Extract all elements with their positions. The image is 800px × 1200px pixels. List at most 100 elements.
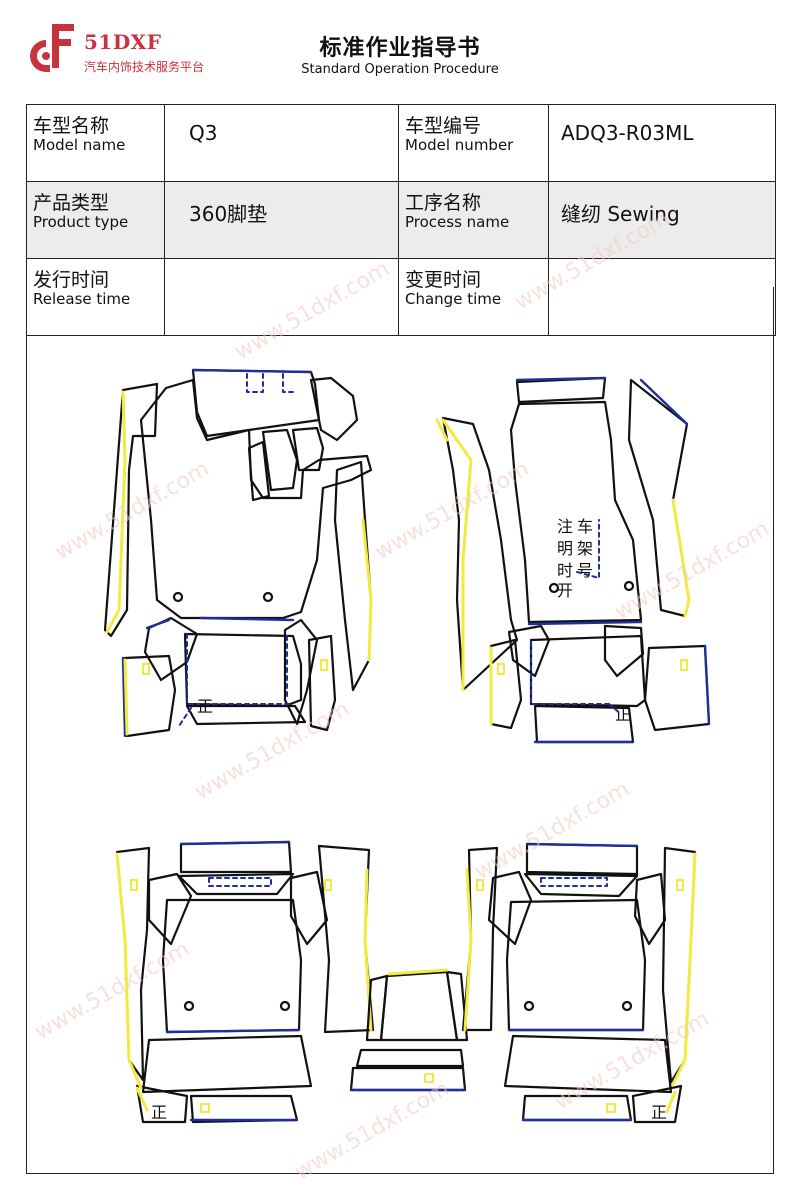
bl-top-strip [179, 840, 293, 874]
bc-yellow-marker [424, 1073, 434, 1083]
tl-top-tab [191, 368, 321, 438]
tr-clip-hole-right [623, 580, 635, 592]
br-right-foot [631, 1084, 683, 1124]
br-yellow-edge [463, 852, 697, 1114]
tr-yellow-marker-2 [680, 659, 688, 671]
tl-main-piece [139, 378, 373, 620]
change-time-value [548, 258, 776, 336]
process-name-label-zh: 工序名称 [405, 192, 482, 214]
model-number-value: ADQ3-R03ML [548, 104, 776, 182]
release-time-label-en: Release time [33, 289, 131, 308]
tl-blue-edge [121, 368, 313, 738]
mat-top-left: 正 [103, 368, 373, 738]
tl-yellow-marker [142, 663, 150, 675]
tl-right-strip [309, 376, 359, 442]
bl-yellow-marker [130, 879, 138, 891]
bl-clip-hole-right [279, 1000, 291, 1012]
change-time-label-zh: 变更时间 [405, 269, 482, 291]
tl-lower-right-pad [307, 634, 337, 732]
model-number-label-zh: 车型编号 [405, 115, 482, 137]
tr-center-left-pad [489, 638, 523, 730]
bc-yellow-edge [387, 968, 449, 976]
tl-pedal-cutout [247, 440, 271, 502]
bl-blue-dashed-seam [208, 877, 272, 887]
tr-top-strip [515, 376, 607, 404]
brand-logo-icon [30, 24, 74, 72]
tl-lower-right-flap [283, 618, 319, 726]
tr-upright-mark: 正 [615, 705, 631, 724]
bl-lower-piece [141, 1034, 313, 1094]
br-under-strip [523, 872, 639, 898]
note-char-3: 时 [557, 561, 573, 580]
tr-blue-edge [515, 376, 711, 744]
bc-bottom-strip [349, 1066, 467, 1092]
process-name-label-en: Process name [405, 212, 510, 231]
tr-center-right-flap [603, 624, 645, 678]
bl-clip-hole-left [183, 1000, 195, 1012]
br-blue-dashed-seam [540, 877, 608, 887]
product-type-label-en: Product type [33, 212, 129, 231]
br-clip-hole-left [523, 1000, 535, 1012]
tl-upright-mark: 正 [197, 697, 213, 716]
bl-right-strip [317, 844, 375, 1034]
floor-mat-pattern-drawing: 正 注 明 时 开 车 架 号 [103, 368, 711, 1124]
br-upright-mark: 正 [651, 1103, 667, 1122]
tr-center-block [529, 634, 647, 708]
bl-blue-edge [165, 840, 301, 1122]
br-lower-piece [503, 1034, 673, 1094]
bc-right-wing [445, 970, 469, 1042]
brand-tagline: 汽车内饰技术服务平台 [84, 60, 205, 74]
pattern-drawing-frame: 正 注 明 时 开 车 架 号 [26, 287, 774, 1174]
brand-logo: 51DXF 汽车内饰技术服务平台 [22, 18, 232, 78]
mat-bottom-right: 正 [461, 842, 697, 1124]
tl-inner-panel-2 [291, 426, 325, 472]
br-yellow-marker-3 [606, 1103, 616, 1113]
tr-left-long-strip [441, 416, 519, 692]
release-time-value [164, 258, 399, 336]
model-name-label-en: Model name [33, 135, 126, 154]
note-char-4: 开 [557, 581, 573, 600]
tr-right-heel-pad [643, 644, 711, 732]
brand-logo-text: 51DXF [84, 30, 162, 54]
tr-main-piece [509, 400, 643, 624]
product-type-value: 360脚垫 [164, 181, 399, 259]
info-row-product: 产品类型 Product type 360脚垫 工序名称 Process nam… [26, 181, 776, 259]
br-right-flap [633, 872, 667, 946]
bc-tunnel-lower [355, 1048, 465, 1068]
process-name-label: 工序名称 Process name [398, 181, 549, 259]
tl-blue-dashed-seam [178, 373, 298, 727]
bl-upright-mark: 正 [151, 1103, 167, 1122]
bl-left-flap [147, 872, 193, 946]
tr-center-upper-flap [507, 624, 551, 678]
br-clip-hole-right [621, 1000, 633, 1012]
br-left-flap [487, 870, 533, 946]
bl-right-flap [289, 870, 329, 946]
note-char-7: 号 [577, 561, 593, 580]
info-table: 车型名称 Model name Q3 车型编号 Model number ADQ… [26, 104, 776, 336]
tr-blue-dashed-seam [530, 519, 622, 715]
info-row-time: 发行时间 Release time 变更时间 Change time [26, 258, 776, 336]
document-title: 标准作业指导书 [319, 36, 481, 61]
product-type-label-zh: 产品类型 [33, 192, 110, 214]
br-yellow-marker [476, 879, 484, 891]
note-char-6: 架 [577, 539, 593, 558]
bc-tunnel-upper [379, 970, 459, 1042]
bl-under-strip [177, 872, 295, 896]
tl-bottom-strip [185, 704, 307, 726]
tr-yellow-edge [435, 418, 691, 726]
change-time-label-en: Change time [405, 289, 502, 308]
model-number-label: 车型编号 Model number [398, 104, 549, 182]
bl-main-piece [161, 898, 303, 1034]
tl-clip-hole-left [172, 591, 184, 603]
mat-top-right: 注 明 时 开 车 架 号 正 [435, 376, 711, 744]
tl-yellow-edge [105, 390, 373, 736]
mat-bottom-center [349, 968, 469, 1092]
product-type-label: 产品类型 Product type [26, 181, 165, 259]
model-name-value: Q3 [164, 104, 399, 182]
tr-clip-hole-left [548, 582, 560, 594]
note-char-2: 明 [557, 539, 573, 558]
bl-yellow-edge [115, 852, 373, 1112]
release-time-label: 发行时间 Release time [26, 258, 165, 336]
bc-left-wing [365, 974, 389, 1042]
tl-clip-hole-right [262, 591, 274, 603]
